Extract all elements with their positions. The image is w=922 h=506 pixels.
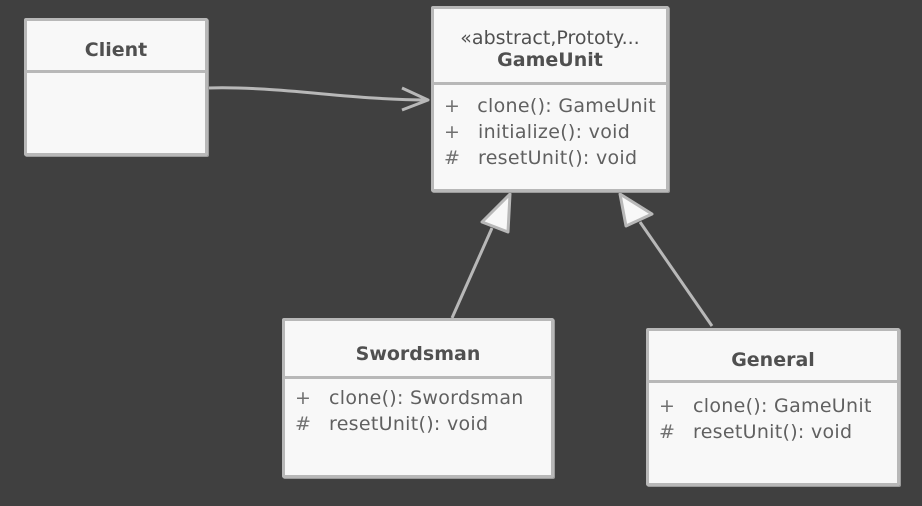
- association-arrowhead: [401, 86, 430, 112]
- class-name: Client: [84, 39, 148, 61]
- class-header: «abstract,Prototy... GameUnit: [434, 9, 666, 85]
- class-members: + clone(): GameUnit # resetUnit(): void: [649, 383, 897, 451]
- class-members: + clone(): Swordsman # resetUnit(): void: [285, 379, 551, 443]
- class-header: Swordsman: [285, 321, 551, 379]
- class-member[interactable]: + clone(): Swordsman: [295, 385, 541, 411]
- class-stereotype: «abstract,Prototy...: [460, 27, 640, 49]
- class-member[interactable]: + clone(): GameUnit: [444, 93, 656, 119]
- class-gameunit[interactable]: «abstract,Prototy... GameUnit + clone():…: [431, 6, 669, 192]
- class-name: GameUnit: [497, 49, 603, 71]
- generalization-general-gameunit: [638, 221, 714, 327]
- class-name: Swordsman: [355, 343, 481, 365]
- class-member[interactable]: # resetUnit(): void: [444, 145, 656, 171]
- class-name: General: [731, 349, 815, 371]
- member-visibility: #: [444, 147, 460, 169]
- member-signature: resetUnit(): void: [693, 421, 853, 443]
- member-signature: resetUnit(): void: [329, 413, 489, 435]
- association-client-gameunit: [207, 86, 429, 102]
- member-visibility: +: [444, 95, 460, 117]
- class-member[interactable]: + clone(): GameUnit: [659, 393, 887, 419]
- class-member[interactable]: # resetUnit(): void: [659, 419, 887, 445]
- class-header: General: [649, 331, 897, 383]
- class-member[interactable]: + initialize(): void: [444, 119, 656, 145]
- member-signature: clone(): GameUnit: [477, 95, 656, 117]
- class-swordsman[interactable]: Swordsman + clone(): Swordsman # resetUn…: [282, 318, 554, 478]
- member-visibility: +: [295, 387, 311, 409]
- member-signature: clone(): Swordsman: [329, 387, 524, 409]
- member-visibility: #: [659, 421, 675, 443]
- class-header: Client: [27, 21, 205, 73]
- class-member[interactable]: # resetUnit(): void: [295, 411, 541, 437]
- generalization-triangle-general: [618, 192, 654, 228]
- member-visibility: #: [295, 413, 311, 435]
- class-members: [27, 73, 205, 85]
- class-client[interactable]: Client: [24, 18, 208, 156]
- member-visibility: +: [659, 395, 675, 417]
- class-members: + clone(): GameUnit + initialize(): void…: [434, 85, 666, 177]
- member-signature: resetUnit(): void: [478, 147, 638, 169]
- class-general[interactable]: General + clone(): GameUnit # resetUnit(…: [646, 328, 900, 486]
- member-signature: clone(): GameUnit: [693, 395, 872, 417]
- generalization-swordsman-gameunit: [450, 227, 494, 319]
- generalization-triangle-swordsman: [480, 192, 512, 234]
- member-signature: initialize(): void: [478, 121, 631, 143]
- member-visibility: +: [444, 121, 460, 143]
